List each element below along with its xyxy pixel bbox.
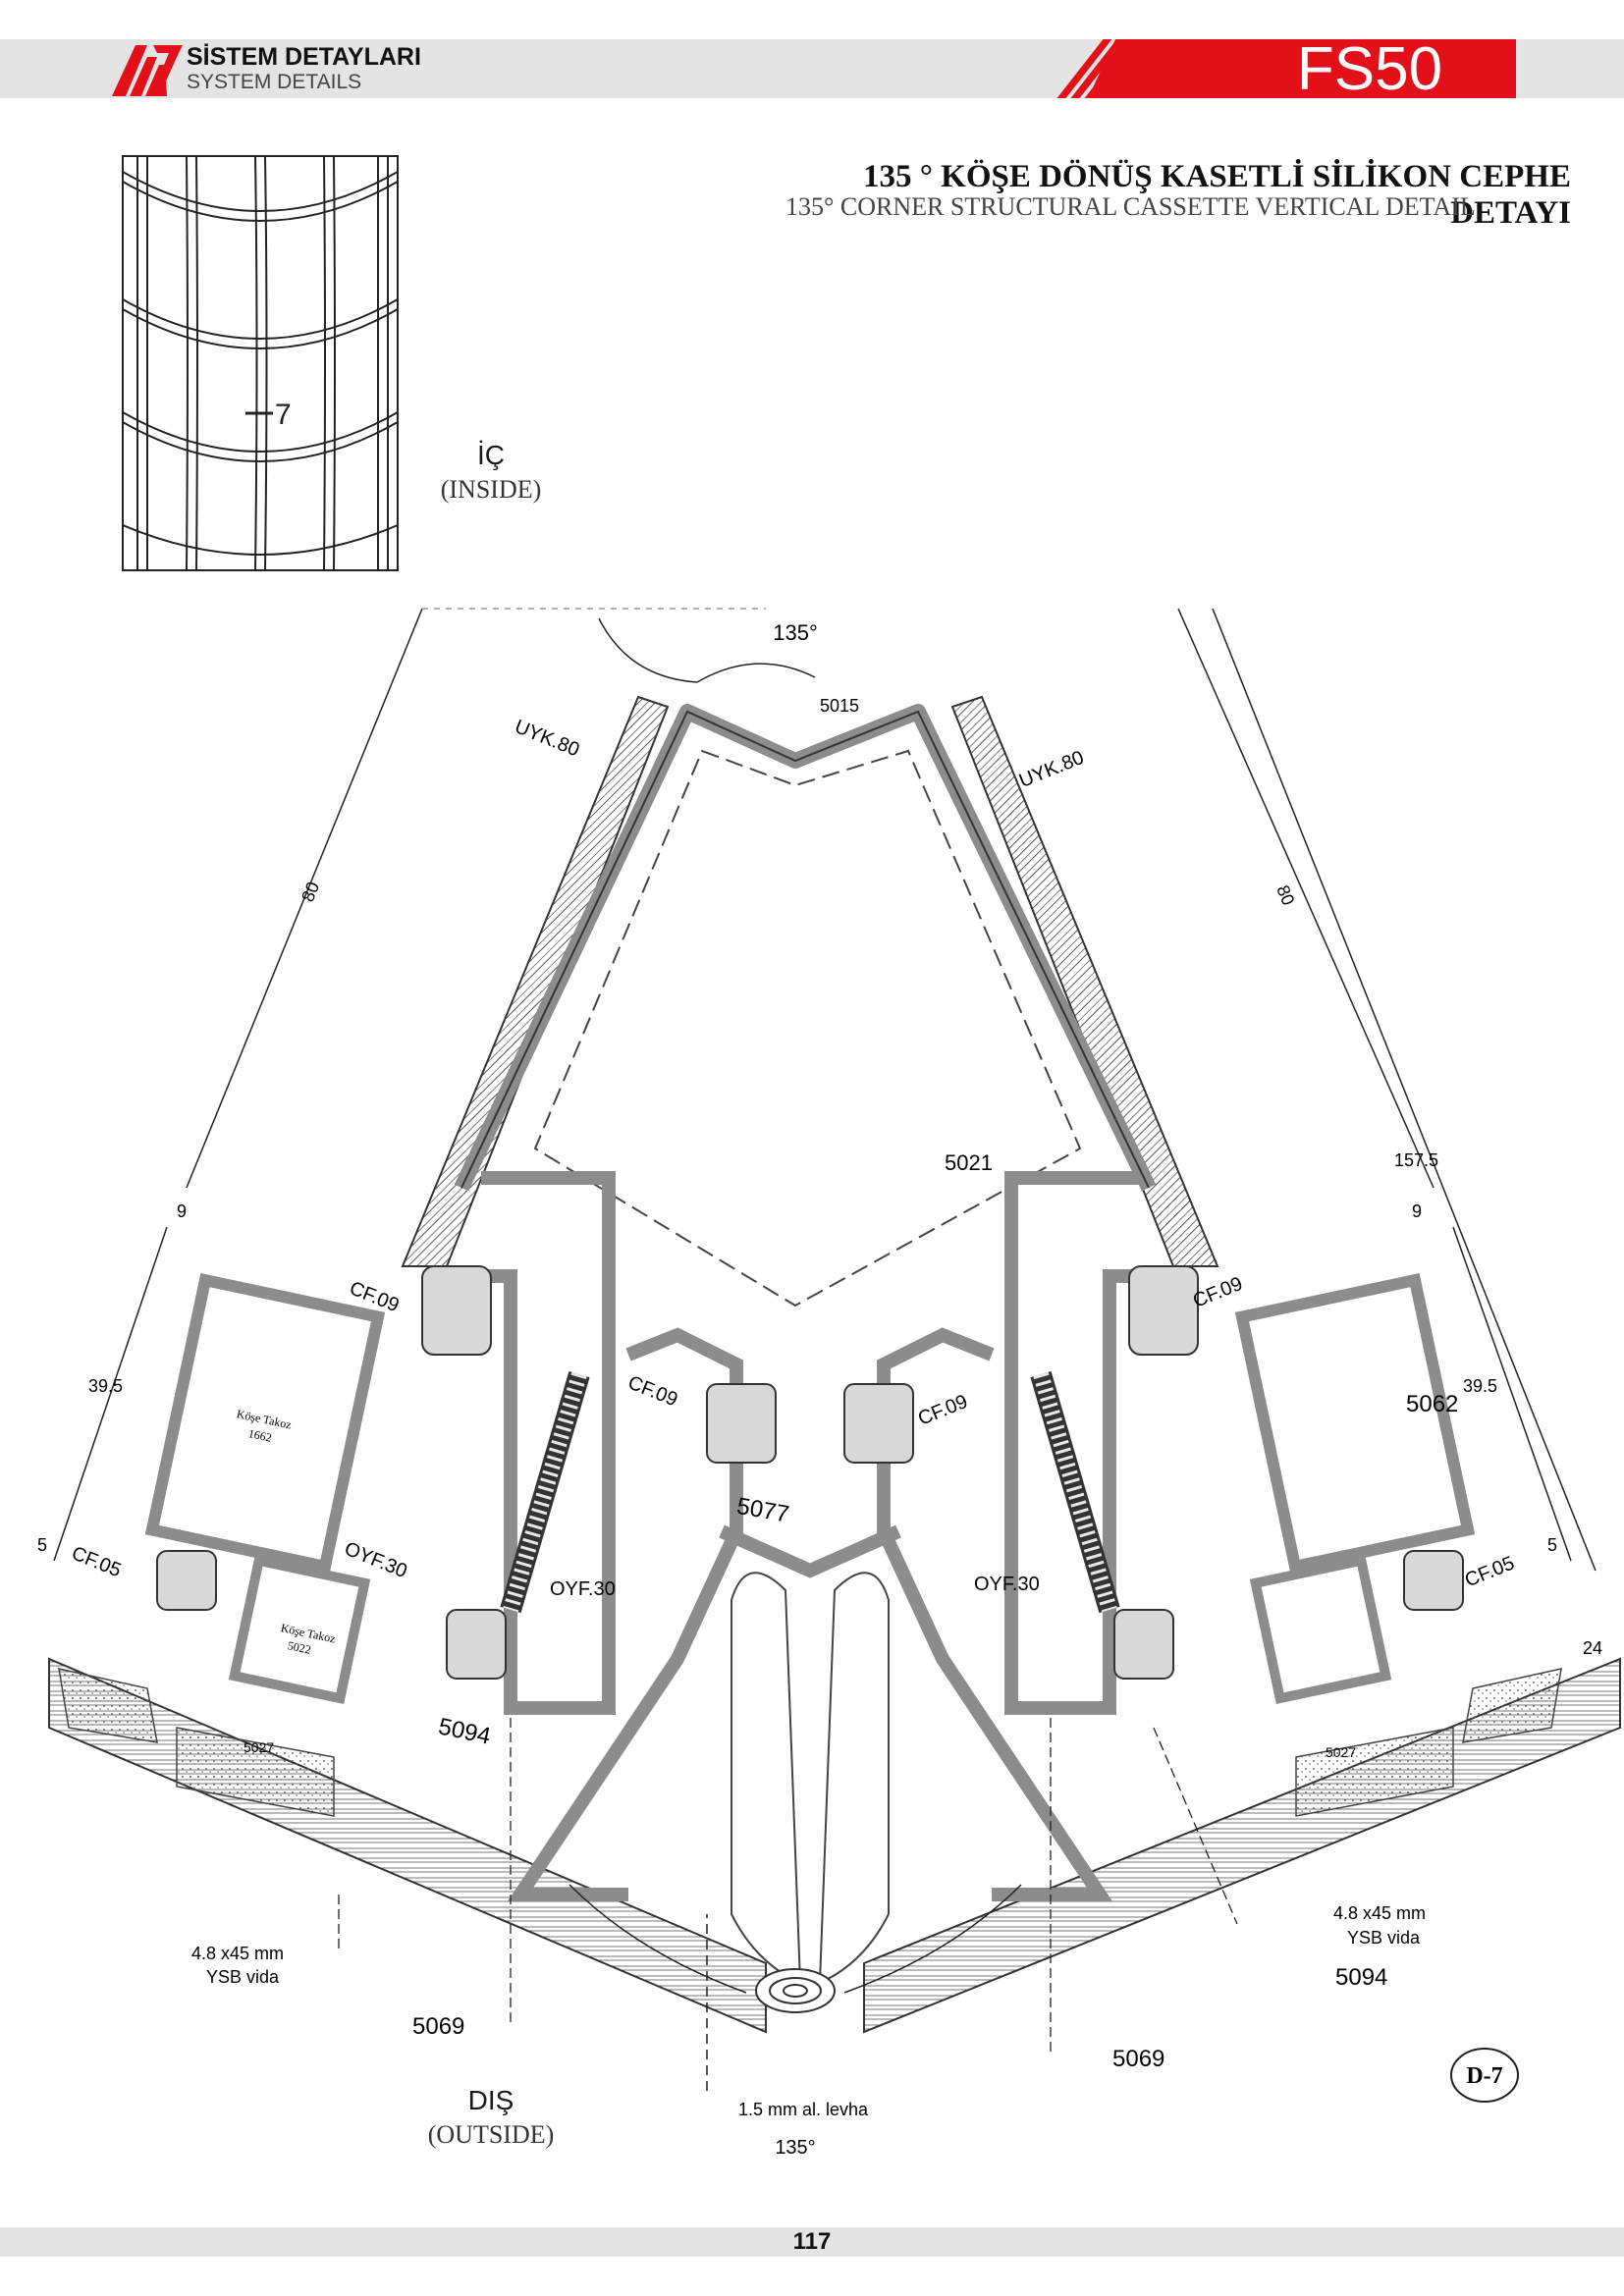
dimension-39-5-right: 39.5 bbox=[1463, 1376, 1497, 1396]
profile-5069-left-label: 5069 bbox=[412, 2013, 464, 2040]
section-marker: 7 bbox=[275, 399, 292, 431]
profile-5015-label: 5015 bbox=[820, 696, 859, 716]
profile-5069-left bbox=[507, 1327, 743, 1901]
oyf30-label-b: OYF.30 bbox=[550, 1578, 616, 1600]
cf09-label-b: CF.09 bbox=[624, 1371, 680, 1411]
page-number: 117 bbox=[792, 2228, 832, 2255]
header-title: SİSTEM DETAYLARI bbox=[187, 43, 421, 71]
screw-type-right: YSB vida bbox=[1347, 1928, 1421, 1948]
glass-panel-left bbox=[48, 1657, 767, 2034]
mullion-right bbox=[1004, 1171, 1154, 1715]
dimension-24: 24 bbox=[1583, 1638, 1602, 1658]
uyk-right-label: UYK.80 bbox=[1016, 747, 1087, 792]
profile-5094-right-label: 5094 bbox=[1335, 1964, 1387, 1991]
pressure-frame-left bbox=[144, 1273, 386, 1574]
profile-5062-label: 5062 bbox=[1406, 1391, 1458, 1417]
detail-tag: D-7 bbox=[1466, 2063, 1502, 2089]
corner-block-number: 1662 bbox=[247, 1426, 273, 1445]
profile-5069-right bbox=[877, 1327, 1113, 1901]
header-subtitle: SYSTEM DETAILS bbox=[187, 71, 362, 93]
dimension-9-right: 9 bbox=[1412, 1201, 1422, 1221]
mullion-left bbox=[466, 1171, 616, 1715]
footer-band bbox=[0, 2227, 1624, 2257]
outside-label-en: (OUTSIDE) bbox=[427, 2120, 555, 2149]
key-plan-elevation: 7 bbox=[122, 155, 399, 571]
dimension-9-left: 9 bbox=[177, 1201, 187, 1221]
sheet-label: 1.5 mm al. levha bbox=[738, 2100, 869, 2119]
drawing-subtitle: 135° CORNER STRUCTURAL CASSETTE VERTICAL… bbox=[785, 192, 1476, 221]
dimension-5-right: 5 bbox=[1547, 1535, 1557, 1555]
angle-top-label: 135° bbox=[773, 620, 818, 645]
pressure-frame-right bbox=[1234, 1273, 1476, 1574]
screw-size-left: 4.8 x45 mm bbox=[191, 1944, 284, 1963]
dimension-80-right: 80 bbox=[1272, 882, 1298, 908]
dimension-157-5: 157.5 bbox=[1394, 1150, 1438, 1170]
inside-label: İÇ bbox=[477, 440, 505, 470]
corner-block-number: 5022 bbox=[287, 1638, 312, 1657]
inside-label-en: (INSIDE) bbox=[440, 475, 542, 504]
profile-5027-label: 5027 bbox=[244, 1739, 274, 1755]
drawing-title: 135 ° KÖŞE DÖNÜŞ KASETLİ SİLİKON CEPHE D… bbox=[862, 159, 1571, 231]
dimension-5-left: 5 bbox=[37, 1535, 47, 1555]
outside-label: DIŞ bbox=[467, 2085, 514, 2115]
series-title: FS50 bbox=[1296, 35, 1443, 103]
cf05-right-label: CF.05 bbox=[1462, 1552, 1518, 1591]
dimension-80-left: 80 bbox=[298, 879, 323, 904]
uyk-left-label: UYK.80 bbox=[512, 716, 582, 761]
oyf30-label-c: OYF.30 bbox=[974, 1574, 1040, 1595]
angle-bottom-label: 135° bbox=[775, 2137, 815, 2159]
profile-5069-right-label: 5069 bbox=[1112, 2046, 1164, 2072]
profile-5027-label: 5027 bbox=[1326, 1744, 1356, 1760]
dimension-39-5-left: 39.5 bbox=[88, 1376, 123, 1396]
series-banner bbox=[1088, 39, 1516, 98]
screw-size-right: 4.8 x45 mm bbox=[1333, 1903, 1426, 1923]
detail-tag-ellipse bbox=[1450, 2048, 1519, 2103]
profile-5077 bbox=[719, 1524, 901, 1578]
cf05-left-label: CF.05 bbox=[69, 1542, 125, 1581]
cf09-label-c: CF.09 bbox=[915, 1391, 971, 1430]
profile-5021-label: 5021 bbox=[945, 1150, 993, 1175]
cassette-dashed-outline bbox=[533, 749, 1082, 1308]
profile-5094-left-label: 5094 bbox=[436, 1713, 493, 1750]
company-logo-icon bbox=[112, 45, 183, 96]
screw-type-left: YSB vida bbox=[206, 1967, 280, 1987]
